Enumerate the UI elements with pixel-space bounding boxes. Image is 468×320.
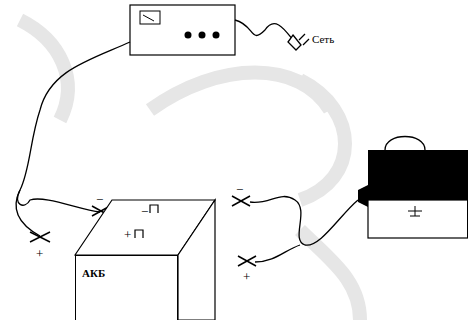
polarity-sign: − <box>96 193 103 206</box>
clip <box>232 196 256 266</box>
battery-label: АКБ <box>82 268 105 279</box>
polarity-sign: + <box>124 228 131 241</box>
charger <box>130 5 235 55</box>
watermark <box>20 20 360 320</box>
polarity-sign: + <box>243 270 250 283</box>
polarity-sign: − <box>141 205 148 218</box>
tester <box>358 137 468 239</box>
tester-cable <box>250 197 358 262</box>
mains-cable <box>235 20 309 50</box>
battery-box: АКБ <box>75 255 178 320</box>
mains-label: Сеть <box>312 34 334 45</box>
polarity-sign: − <box>236 183 243 196</box>
polarity-sign: + <box>36 247 43 260</box>
